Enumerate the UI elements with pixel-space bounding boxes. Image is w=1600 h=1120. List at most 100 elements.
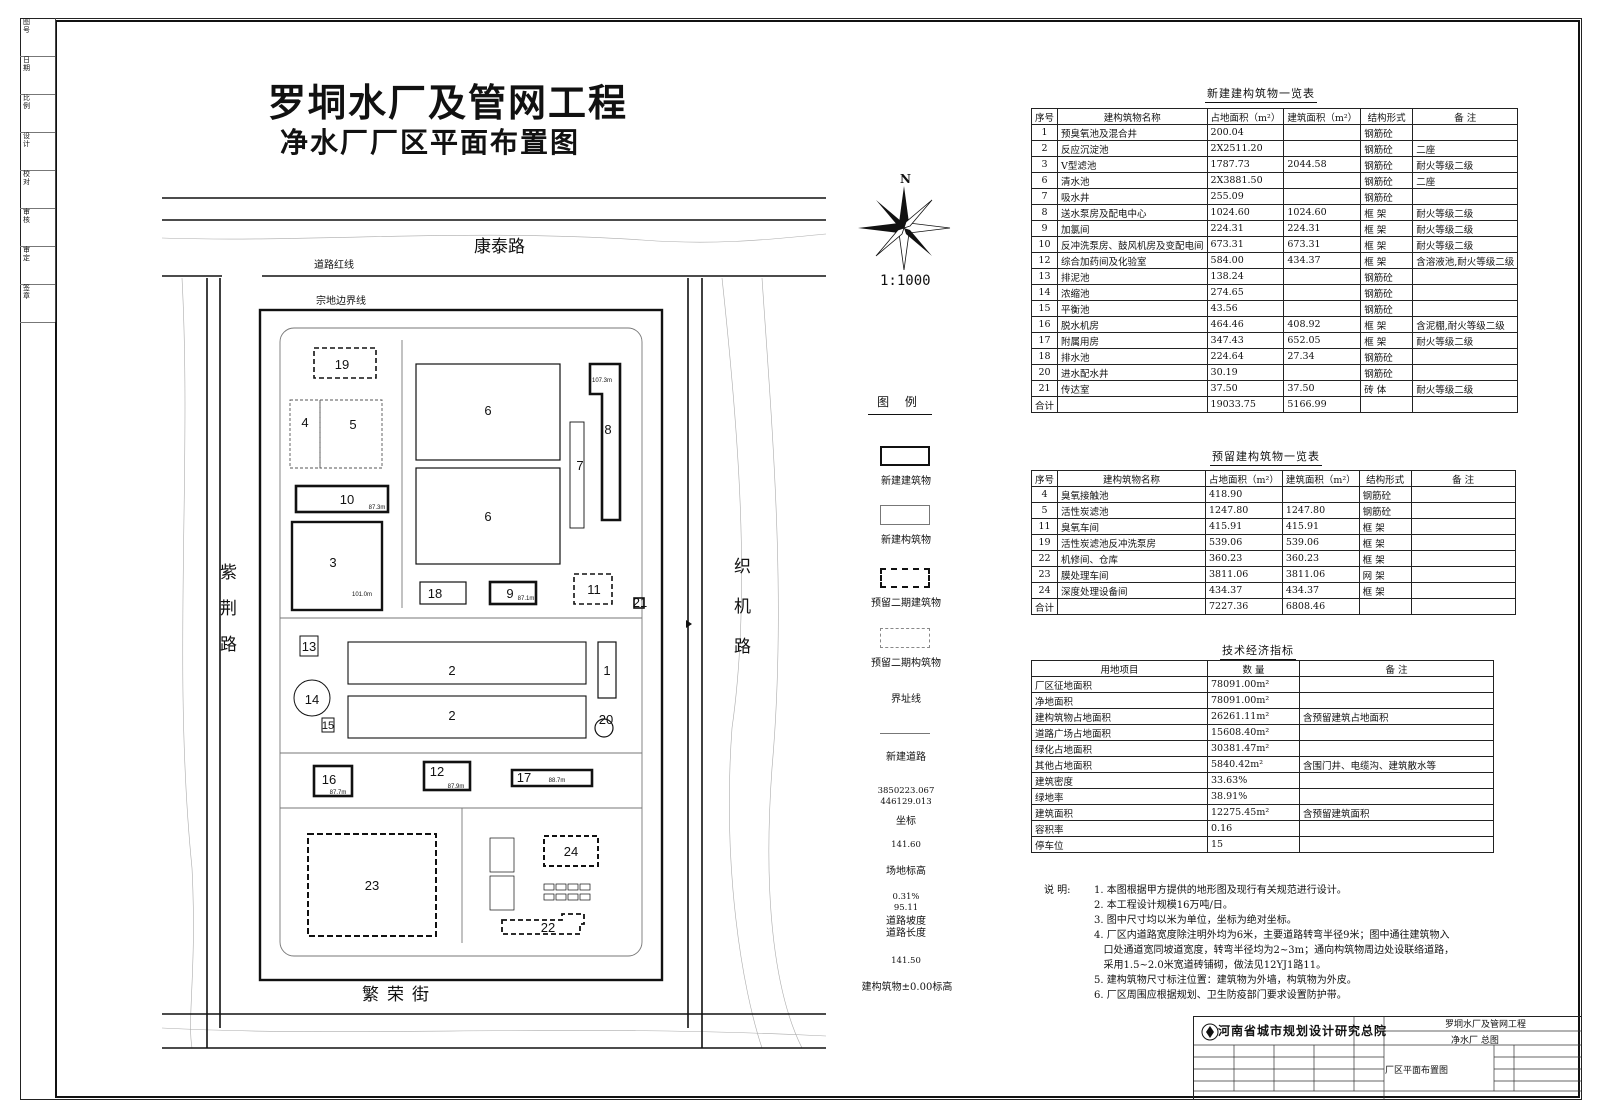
binding-strip-label: 审定 (23, 246, 30, 262)
redline-label: 道路红线 (314, 258, 354, 271)
bldg-9-dim: 87.1m (518, 596, 535, 602)
table-cell: 78091.00m² (1207, 692, 1300, 709)
bldg-1-label: 1 (603, 663, 610, 678)
table-cell: 浓缩池 (1057, 284, 1208, 301)
table-cell: 传达室 (1057, 380, 1208, 397)
binding-strip-cell: 签章 (20, 284, 55, 323)
column-header: 建筑面积（m²） (1283, 108, 1362, 125)
binding-strip-cell: 设计 (20, 132, 55, 171)
company-name: 河南省城市规划设计研究总院 (1218, 1024, 1388, 1038)
table-cell: 深度处理设备间 (1057, 582, 1207, 599)
table-cell: 排泥池 (1057, 268, 1208, 285)
compass-rose (858, 186, 951, 271)
table-cell: 砖 体 (1360, 380, 1414, 397)
note-item: 采用1.5~2.0米宽道砖铺砌，做法见12YJ1路11。 (1094, 960, 1327, 971)
title-block-grid (1194, 1017, 1581, 1099)
table-cell: 673.31 (1206, 236, 1285, 253)
legend-site-elevation: 场地标高 (886, 866, 926, 877)
road-east-label-3: 路 (734, 637, 751, 656)
table-cell (1412, 364, 1519, 381)
table-cell: 臭氧接触池 (1057, 486, 1207, 503)
table-cell: 钢筋砼 (1360, 188, 1414, 205)
bldg-7 (569, 421, 585, 529)
road-east-label-1: 织 (734, 557, 751, 576)
bldg-5-label: 5 (349, 417, 356, 432)
table-cell (1299, 820, 1494, 837)
table-cell: 道路广场占地面积 (1031, 724, 1208, 741)
bldg-17-label: 17 (517, 770, 531, 785)
legend-swatch-reserved-structure (880, 628, 930, 648)
table-cell: 耐火等级二级 (1412, 156, 1519, 173)
table-cell: 138.24 (1206, 268, 1285, 285)
table-cell: 37.50 (1206, 380, 1285, 397)
table-cell (1283, 188, 1362, 205)
table-cell (1283, 124, 1362, 141)
bldg-23 (307, 833, 437, 937)
table-cell: 清水池 (1057, 172, 1208, 189)
binding-strip-label: 图号 (23, 18, 30, 34)
table-cell (1412, 188, 1519, 205)
table-cell: 14 (1030, 284, 1059, 301)
table-cell (1412, 300, 1519, 317)
road-west-label-3: 路 (220, 635, 237, 654)
table-cell (1283, 268, 1362, 285)
table-cell: 钢筋砼 (1360, 284, 1414, 301)
table-cell: 1024.60 (1206, 204, 1285, 221)
legend-coordinate-sample: 3850223.067 446129.013 (877, 786, 935, 807)
table-cell: 360.23 (1281, 550, 1360, 567)
table-cell (1299, 724, 1494, 741)
table-cell (1057, 396, 1208, 413)
table-cell (1299, 772, 1494, 789)
table-cell (1410, 566, 1516, 583)
table-cell (1358, 598, 1412, 615)
legend-swatch-new-structure (880, 505, 930, 525)
table-cell: 3811.06 (1281, 566, 1360, 583)
table-cell (1283, 140, 1362, 157)
table-cell: 钢筋砼 (1358, 486, 1412, 503)
bldg-20-label: 20 (599, 712, 613, 727)
legend-swatch-new-building (880, 446, 930, 466)
table-cell: 钢筋砼 (1360, 348, 1414, 365)
table-cell: 15 (1207, 836, 1300, 853)
table-cell: 9 (1030, 220, 1059, 237)
table-cell: 建筑密度 (1031, 772, 1208, 789)
table-cell: 539.06 (1205, 534, 1283, 551)
table-cell: 13 (1030, 268, 1059, 285)
table-cell: 347.43 (1206, 332, 1285, 349)
table-row-header: 序号建构筑物名称占地面积（m²）建筑面积（m²）结构形式备 注 (1030, 470, 1516, 487)
table-cell: 7227.36 (1205, 598, 1283, 615)
road-west-label-1: 紫 (220, 563, 237, 582)
bldg-20 (594, 718, 614, 738)
drawing-subtitle: 净水厂厂区平面布置图 (280, 126, 581, 159)
table-cell: 绿化占地面积 (1031, 740, 1208, 757)
bldg-9-label: 9 (506, 586, 513, 601)
table-cell: 框 架 (1360, 220, 1414, 237)
table-cell (1410, 502, 1516, 519)
table-cell: 净地面积 (1031, 692, 1208, 709)
bldg-3-dim: 101.0m (352, 592, 372, 598)
table-cell: 274.65 (1206, 284, 1285, 301)
table-cell: 框 架 (1360, 204, 1414, 221)
table-cell: 合计 (1030, 598, 1059, 615)
note-item: 口处通道宽同坡道宽度，转弯半径均为2~3m；通向构筑物周边处设联络道路， (1094, 945, 1455, 956)
bldg-3-label: 3 (329, 555, 336, 570)
table-cell: 652.05 (1283, 332, 1362, 349)
table-cell: 200.04 (1206, 124, 1285, 141)
table-cell: 活性炭滤池反冲洗泵房 (1057, 534, 1207, 551)
table-cell (1283, 284, 1362, 301)
parking-lot (543, 883, 591, 901)
table-cell (1360, 396, 1414, 413)
legend-boundary-line: 界址线 (891, 694, 921, 705)
bldg-4 (289, 399, 321, 469)
